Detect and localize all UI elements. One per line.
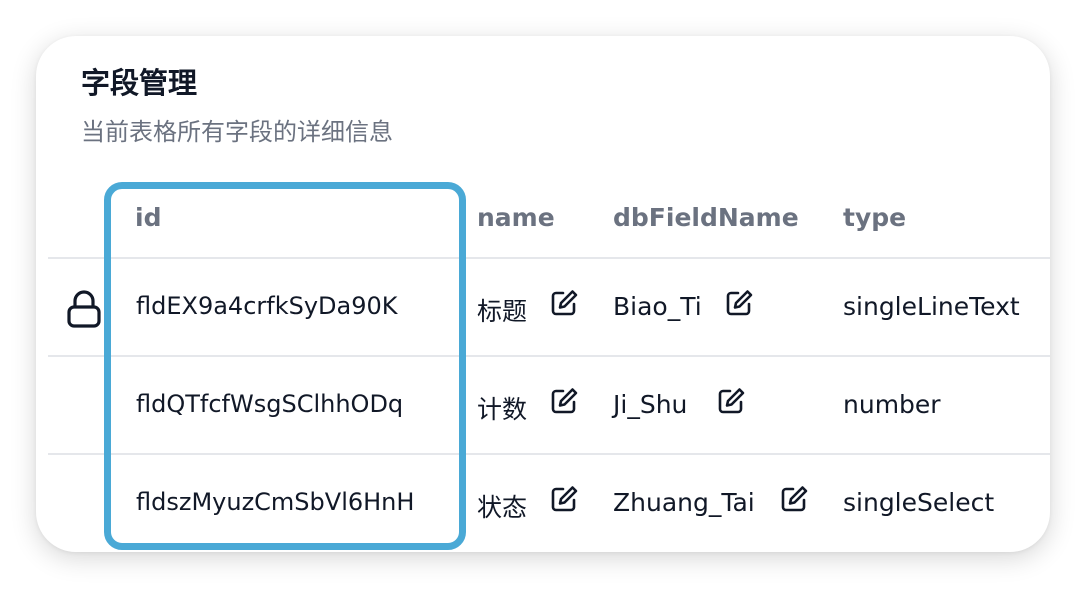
header-divider: [48, 257, 1050, 259]
panel-subtitle: 当前表格所有字段的详细信息: [81, 118, 393, 146]
edit-dbfieldname-icon[interactable]: [724, 288, 754, 318]
field-id-cell: fldQTfcfWsgSClhhODq: [136, 390, 404, 418]
row-divider: [48, 453, 1050, 455]
field-name-cell: 状态: [477, 493, 528, 522]
field-type-cell: singleSelect: [843, 488, 995, 517]
field-name-cell: 标题: [477, 297, 528, 326]
lock-icon: [66, 290, 102, 330]
field-name-cell: 计数: [477, 395, 528, 424]
edit-dbfieldname-icon[interactable]: [716, 386, 746, 416]
field-management-panel: 字段管理 当前表格所有字段的详细信息 id name dbFieldName t…: [36, 36, 1050, 552]
column-header-type[interactable]: type: [843, 203, 907, 232]
db-field-name-cell: Zhuang_Tai: [613, 488, 755, 517]
row-divider: [48, 355, 1050, 357]
field-type-cell: singleLineText: [843, 292, 1020, 321]
db-field-name-cell: Ji_Shu: [613, 390, 688, 419]
edit-name-icon[interactable]: [549, 386, 579, 416]
column-header-name[interactable]: name: [477, 203, 555, 232]
field-id-cell: fldEX9a4crfkSyDa90K: [136, 292, 398, 320]
field-type-cell: number: [843, 390, 941, 419]
edit-dbfieldname-icon[interactable]: [779, 484, 809, 514]
edit-name-icon[interactable]: [549, 288, 579, 318]
edit-name-icon[interactable]: [549, 484, 579, 514]
column-header-id[interactable]: id: [135, 203, 162, 232]
column-header-dbfieldname[interactable]: dbFieldName: [613, 203, 799, 232]
field-id-cell: fldszMyuzCmSbVl6HnH: [136, 488, 415, 516]
panel-title: 字段管理: [81, 66, 198, 100]
db-field-name-cell: Biao_Ti: [613, 292, 702, 321]
